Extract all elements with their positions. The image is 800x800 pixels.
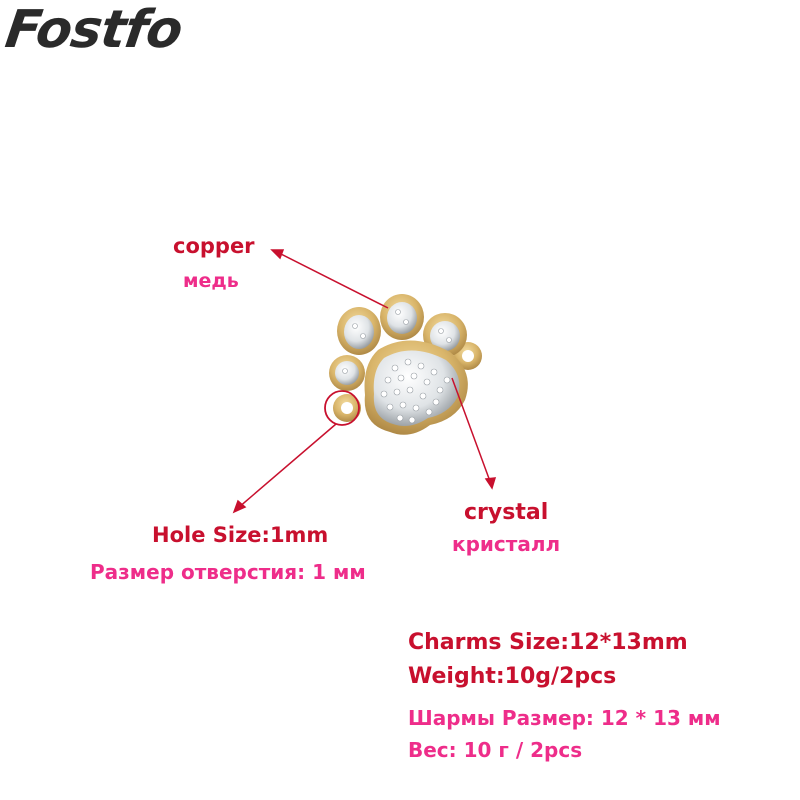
hole-arrow	[232, 423, 337, 514]
weight-spec: Weight:10g/2pcs	[408, 664, 617, 689]
copper-label-en: copper	[173, 234, 255, 258]
connector-loop-left	[333, 394, 361, 422]
charms-size-spec: Charms Size:12*13mm	[408, 630, 688, 655]
hole-size-label-en: Hole Size:1mm	[152, 523, 329, 547]
hole-size-label-ru: Размер отверстия: 1 мм	[90, 560, 366, 584]
paw-toe	[337, 307, 381, 355]
crystal-label-ru: кристалл	[452, 532, 561, 556]
hole-highlight-circle	[324, 390, 360, 426]
paw-toe	[329, 355, 365, 391]
paw-toe	[380, 294, 424, 340]
crystal-arrow	[451, 377, 497, 490]
paw-main-pad	[364, 340, 468, 435]
crystal-stones	[342, 309, 452, 424]
crystal-label-en: crystal	[464, 500, 549, 525]
copper-arrow	[270, 249, 389, 309]
weight-spec-ru: Вес: 10 г / 2pcs	[408, 738, 583, 762]
copper-label-ru: медь	[183, 270, 239, 292]
charms-size-spec-ru: Шармы Размер: 12 * 13 мм	[408, 706, 721, 730]
